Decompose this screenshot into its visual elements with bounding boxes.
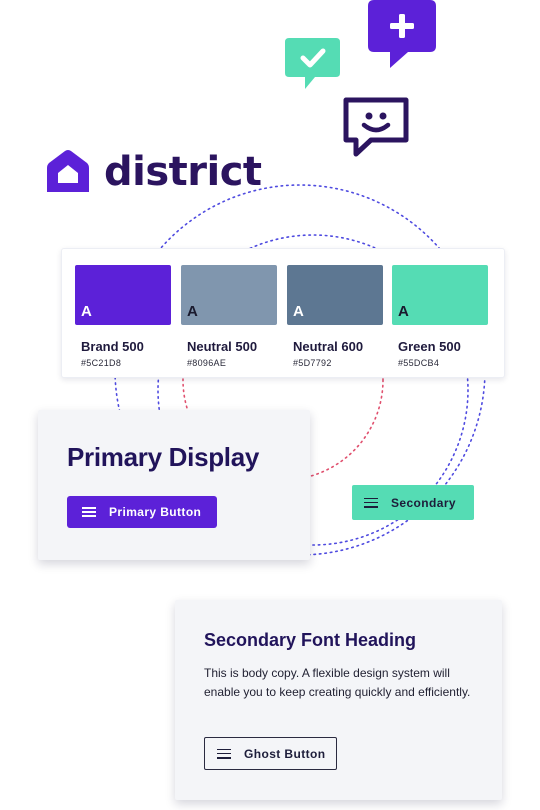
swatch-hex: #5C21D8 xyxy=(81,358,122,368)
secondary-font-heading: Secondary Font Heading xyxy=(204,630,417,650)
swatch-green-500: A Green 500 #55DCB4 xyxy=(392,265,488,368)
district-logo: district xyxy=(44,148,262,196)
ghost-button[interactable]: Ghost Button xyxy=(204,737,337,770)
logo-wordmark: district xyxy=(104,149,262,195)
primary-display-heading: Primary Display xyxy=(67,442,260,472)
swatch-name: Neutral 500 xyxy=(187,339,258,354)
menu-icon xyxy=(217,748,231,759)
swatch-letter: A xyxy=(293,303,304,320)
color-palette-card: A Brand 500 #5C21D8 A Neutral 500 #8096A… xyxy=(61,248,505,378)
primary-button[interactable]: Primary Button xyxy=(67,496,217,528)
swatch-chip: A xyxy=(392,265,488,325)
swatch-neutral-500: A Neutral 500 #8096AE xyxy=(181,265,277,368)
swatch-hex: #55DCB4 xyxy=(398,358,440,368)
swatch-letter: A xyxy=(81,303,92,320)
swatch-hex: #8096AE xyxy=(187,358,227,368)
primary-display-card: Primary Display Primary Button xyxy=(38,410,310,560)
swatch-chip: A xyxy=(287,265,383,325)
smile-icon xyxy=(343,97,409,157)
menu-icon xyxy=(364,497,378,508)
swatch-chip: A xyxy=(181,265,277,325)
swatch-letter: A xyxy=(398,303,409,320)
menu-icon xyxy=(82,507,96,517)
body-copy: This is body copy. A flexible design sys… xyxy=(204,666,471,699)
plus-bubble xyxy=(368,0,438,75)
swatch-brand-500: A Brand 500 #5C21D8 xyxy=(75,265,171,368)
swatch-hex: #5D7792 xyxy=(293,358,332,368)
swatch-name: Green 500 xyxy=(398,339,461,354)
check-bubble xyxy=(285,38,341,97)
house-icon xyxy=(47,150,89,192)
plus-icon xyxy=(368,0,436,68)
ghost-button-label: Ghost Button xyxy=(244,746,326,761)
swatch-name: Brand 500 xyxy=(81,339,144,354)
secondary-button-label: Secondary xyxy=(391,495,456,510)
swatch-neutral-600: A Neutral 600 #5D7792 xyxy=(287,265,383,368)
check-icon xyxy=(285,38,340,89)
smile-bubble xyxy=(343,97,411,162)
swatch-letter: A xyxy=(187,303,198,320)
secondary-font-card: Secondary Font Heading This is body copy… xyxy=(175,600,502,800)
primary-button-label: Primary Button xyxy=(109,505,202,519)
secondary-button[interactable]: Secondary xyxy=(352,485,474,520)
swatch-chip: A xyxy=(75,265,171,325)
swatch-name: Neutral 600 xyxy=(293,339,364,354)
